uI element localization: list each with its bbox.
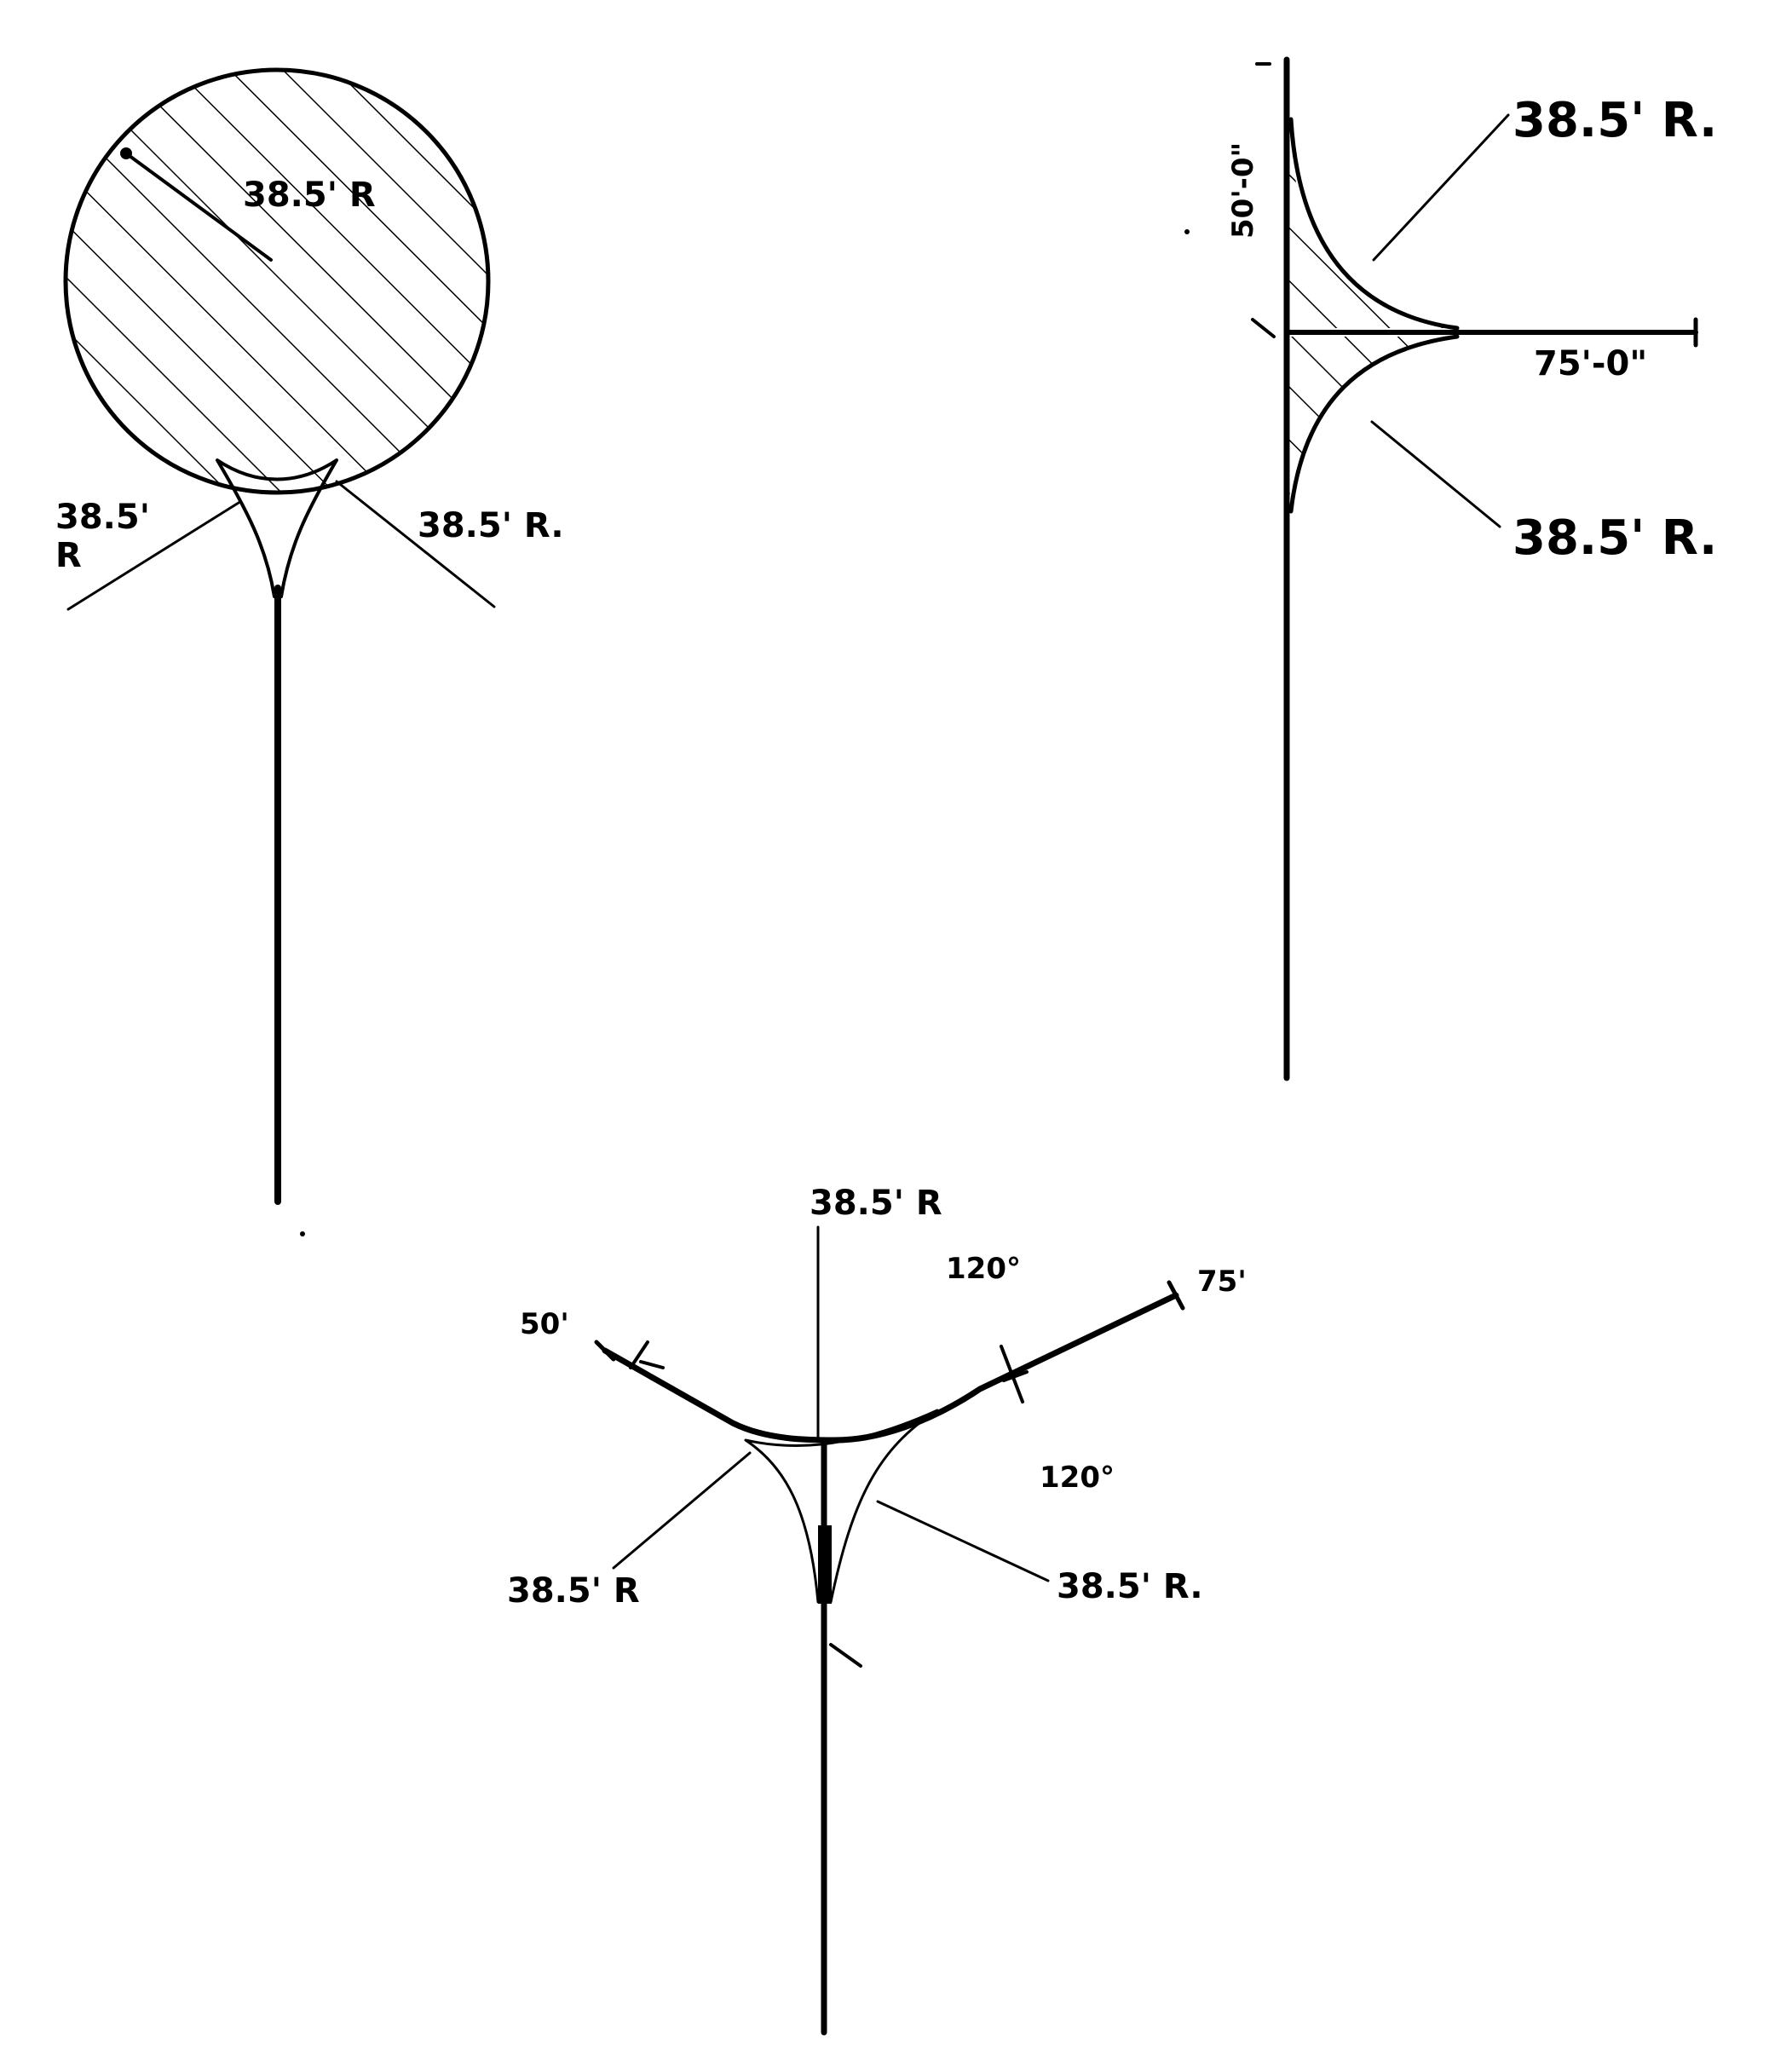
left-arm — [602, 1347, 838, 1444]
right-fillet-label: 38.5' R. — [418, 506, 564, 545]
figure-c-y-turnaround: 38.5' R 50' 75' 120° 120° 38.5' R 38.5' … — [507, 1184, 1247, 2036]
left-leader — [66, 501, 240, 611]
left-fillet-label-1: 38.5' — [55, 498, 150, 537]
stem-thick-segment — [818, 1525, 832, 1604]
right-arm-end-tick — [1167, 1280, 1185, 1311]
lower-fillet-curve — [1288, 334, 1460, 514]
left-dim-label: 50' — [520, 1307, 569, 1341]
radius-endpoint — [120, 147, 132, 159]
upper-fillet-curve — [1288, 117, 1460, 331]
stem-mark — [829, 1643, 862, 1668]
left-fillet-label: 38.5' R — [507, 1571, 640, 1611]
right-arm — [832, 1292, 1179, 1444]
right-dim-mark — [1000, 1345, 1029, 1403]
top-fillet-label: 38.5' R. — [1513, 93, 1717, 148]
radius-line — [124, 152, 273, 262]
top-leader — [1372, 113, 1510, 262]
mid-dim-tick — [1251, 318, 1276, 338]
turnaround-circle — [63, 67, 491, 495]
speck — [300, 1231, 305, 1236]
figure-b-t-turnaround: 38.5' R. 38.5' R. 50'-0" 75'-0" — [1226, 56, 1717, 1081]
bottom-leader — [1370, 420, 1501, 528]
upper-fillet-hatch — [1287, 119, 1457, 328]
left-fillet-label-2: R — [55, 536, 82, 575]
left-dim-mark — [629, 1340, 665, 1369]
fillet-hatch — [216, 458, 338, 598]
speck — [1184, 229, 1190, 234]
upper-angle-label: 120° — [946, 1252, 1021, 1286]
left-leader — [612, 1451, 752, 1570]
right-dim-label: 75' — [1197, 1265, 1247, 1299]
left-arm-end-tick — [594, 1340, 616, 1362]
vertical-dim-label: 50'-0" — [1226, 142, 1260, 239]
radius-label: 38.5' R — [243, 176, 376, 215]
top-label: 38.5' R — [810, 1184, 942, 1223]
right-leader — [335, 480, 496, 608]
right-angle-label: 120° — [1040, 1461, 1115, 1495]
figure-a-circular-cul-de-sac: 38.5' R 38.5' R 38.5' R. — [55, 67, 564, 1205]
right-leader — [876, 1500, 1050, 1582]
lower-fillet-hatch — [1287, 337, 1457, 511]
turnaround-circle-hatch — [66, 70, 488, 493]
right-fillet-label: 38.5' R. — [1057, 1567, 1203, 1606]
bottom-fillet-label: 38.5' R. — [1513, 510, 1717, 566]
horizontal-dim-label: 75'-0" — [1534, 344, 1647, 383]
